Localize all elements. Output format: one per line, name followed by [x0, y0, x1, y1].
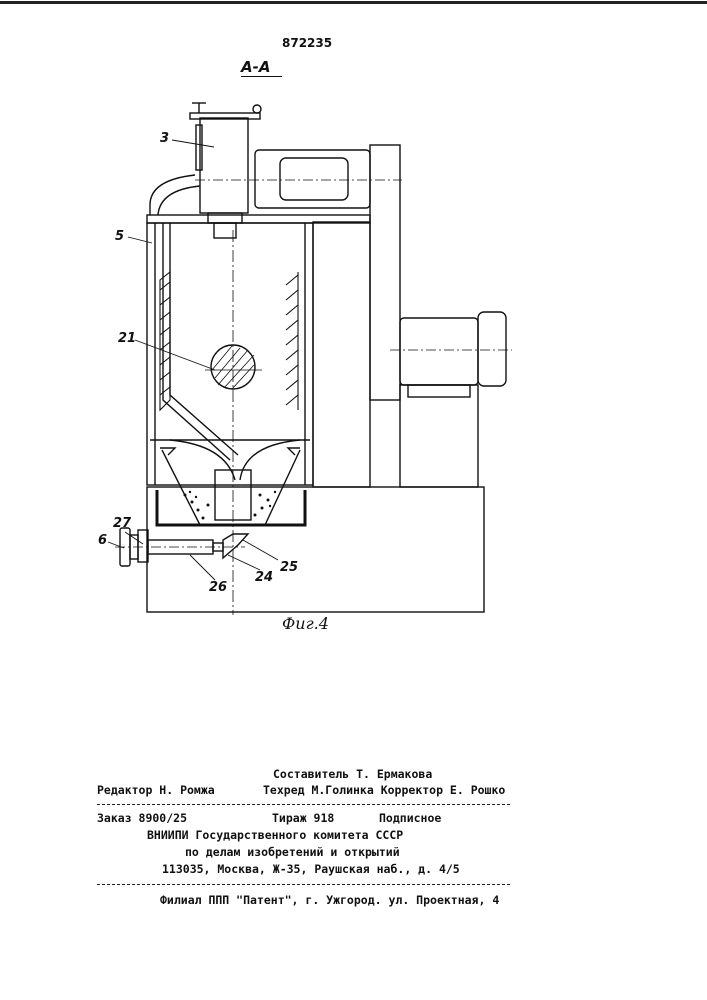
- pipe-top: [150, 175, 200, 215]
- subscription: Подписное: [379, 811, 441, 825]
- divider: [97, 804, 510, 805]
- lower-motor: [390, 312, 512, 397]
- branch: Филиал ППП "Патент", г. Ужгород. ул. Про…: [160, 893, 499, 907]
- editor: Редактор Н. Ромжа: [97, 783, 215, 797]
- belt-housing: [370, 145, 400, 400]
- left-liner: [160, 272, 170, 410]
- part-label-27: 27: [113, 516, 131, 531]
- org-line-2: по делам изобретений и открытий: [185, 845, 400, 859]
- base-frame: [147, 487, 484, 612]
- motor-stand: [400, 385, 478, 487]
- stand-body: [313, 222, 370, 487]
- address: 113035, Москва, Ж-35, Раушская наб., д. …: [162, 862, 460, 876]
- upper-motor: [195, 150, 402, 208]
- part-label-24: 24: [255, 570, 273, 585]
- bowl: [150, 440, 310, 525]
- part-label-21: 21: [118, 331, 136, 346]
- compiler: Составитель Т. Ермакова: [273, 767, 432, 781]
- divider: [97, 884, 510, 885]
- part-label-5: 5: [115, 229, 124, 244]
- figure-caption: Фиг.4: [282, 614, 329, 633]
- part-label-26: 26: [209, 580, 227, 595]
- adjuster-shaft: [115, 528, 248, 566]
- part-label-25: 25: [280, 560, 298, 575]
- right-liner: [286, 272, 298, 410]
- order: Заказ 8900/25: [97, 811, 187, 825]
- org-line-1: ВНИИПИ Государственного комитета СССР: [147, 828, 403, 842]
- pipe-5: [163, 223, 238, 460]
- part-label-3: 3: [160, 131, 169, 146]
- part-label-6: 6: [98, 533, 107, 548]
- hopper: [190, 103, 261, 238]
- techred-corrector: Техред М.Голинка Корректор Е. Рошко: [263, 783, 505, 797]
- circulation: Тираж 918: [272, 811, 334, 825]
- granules: [184, 491, 277, 520]
